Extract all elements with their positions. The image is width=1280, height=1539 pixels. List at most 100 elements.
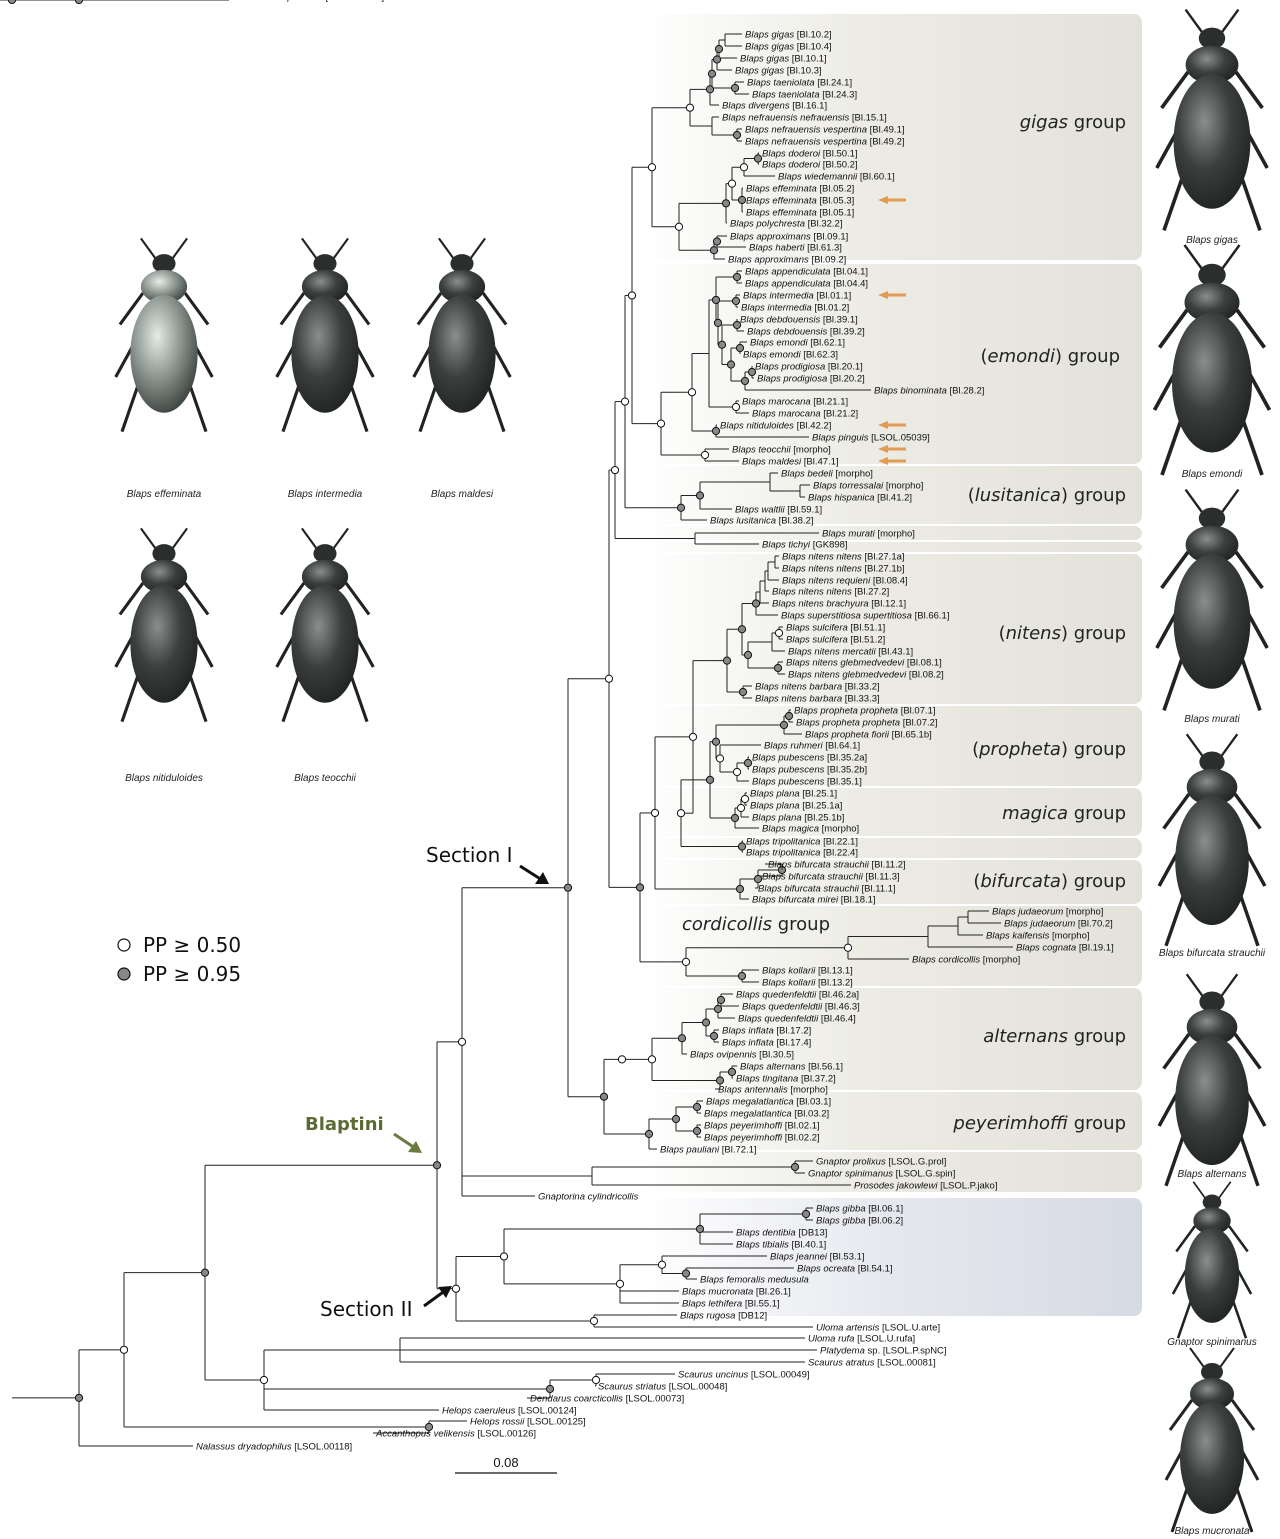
- tip-label: Blaps effeminata [Bl.05.1]: [746, 208, 854, 219]
- tip-label: Blaps cordicollis [morpho]: [912, 955, 1020, 966]
- tip-taxon: Blaps murati: [822, 529, 876, 540]
- tip-code: [Bl.13.1]: [815, 966, 853, 977]
- tip-code: [Bl.49.1]: [867, 125, 905, 136]
- section-2-label: Section II: [320, 1297, 412, 1321]
- tip-taxon: Blaps emondi: [743, 350, 801, 361]
- tip-code: [LSOL.00126]: [475, 1429, 536, 1440]
- tip-taxon: Blaps gigas: [745, 42, 794, 53]
- tip-label: Blaps pubescens [Bl.35.2a]: [752, 753, 867, 764]
- tip-code: [Bl.01.1]: [814, 291, 852, 302]
- tip-label: Blaps haberti [Bl.61.3]: [749, 243, 842, 254]
- tip-label: Blaps effeminata [Bl.05.2]: [746, 184, 854, 195]
- tip-taxon: Blaps bifurcata strauchii: [762, 872, 864, 883]
- tip-code: [DB12]: [735, 1311, 767, 1322]
- tip-code: [morpho]: [791, 445, 831, 456]
- support-node-filled: [712, 738, 719, 745]
- tip-taxon: Dendarus coarcticollis: [530, 1394, 623, 1405]
- photo-caption: Blaps murati: [1184, 714, 1240, 725]
- tip-code: [Bl.11.3]: [863, 872, 900, 883]
- support-node-open: [775, 629, 782, 636]
- tip-label: Blaps nitiduloides [Bl.42.2]: [720, 421, 831, 432]
- tip-taxon: Blaps debdouensis: [747, 327, 828, 338]
- tip-taxon: Prosodes jakowlewi: [854, 1181, 938, 1192]
- tip-taxon: Blaps plana: [750, 789, 800, 800]
- tip-code: [Bl.62.1]: [808, 338, 846, 349]
- tip-taxon: Gnaptor spinimanus: [808, 1169, 893, 1180]
- tip-label: Blaps kaifensis [morpho]: [986, 931, 1090, 942]
- tip-taxon: Uloma rufa: [808, 1334, 854, 1345]
- tip-label: Blaps propheta propheta [Bl.07.1]: [794, 706, 936, 717]
- photo-caption: Blaps teocchii: [294, 773, 356, 784]
- tip-code: [LSOL.U.rufa]: [854, 1334, 915, 1345]
- tip-label: Blaps gibba [Bl.06.1]: [816, 1204, 903, 1215]
- tip-code: [LSOL.00125]: [524, 1417, 585, 1428]
- group-label-lusitanica: (lusitanica) group: [968, 485, 1126, 506]
- support-node-filled: [693, 1103, 700, 1110]
- support-node-open: [458, 1038, 465, 1045]
- group-suffix: group: [1068, 1113, 1126, 1134]
- support-node-filled: [714, 1005, 721, 1012]
- tip-code: [LSOL.00073]: [623, 1394, 684, 1405]
- tip-taxon: Blaps nefrauensis nefrauensis: [722, 113, 850, 124]
- tip-code: [Bl.32.2]: [805, 219, 843, 230]
- tip-code: [Bl.53.1]: [827, 1252, 865, 1263]
- tip-code: [Bl.37.2]: [798, 1074, 836, 1085]
- tip-taxon: Blaps alternans: [740, 1062, 806, 1073]
- tip-taxon: Blaps pubescens: [752, 753, 825, 764]
- support-node-open: [732, 403, 739, 410]
- support-node-open: [651, 809, 658, 816]
- tip-taxon: Blaps maldesi: [742, 457, 802, 468]
- tip-taxon: Blaps nitens glebmedvedevi: [788, 670, 907, 681]
- tip-taxon: Blaps nitens barbara: [755, 694, 842, 705]
- support-node-open: [120, 1346, 127, 1353]
- tip-code: [Bl.72.1]: [719, 1145, 757, 1156]
- tip-code: [morpho]: [1063, 907, 1103, 918]
- group-label-cordicollis: cordicollis group: [682, 914, 830, 935]
- tip-code: [Bl.22.4]: [820, 848, 858, 859]
- tip-code: [Bl.10.4]: [794, 42, 832, 53]
- tip-label: Blaps plana [Bl.25.1]: [750, 789, 837, 800]
- tip-label: Blaps nitens nitens [Bl.27.2]: [772, 587, 889, 598]
- tip-taxon: Blaps kaifensis: [986, 931, 1050, 942]
- tip-taxon: Gnaptor prolixus: [816, 1157, 886, 1168]
- tip-taxon: Blaps nefrauensis vespertina: [745, 137, 867, 148]
- tip-taxon: Blaps marocana: [752, 409, 821, 420]
- tip-taxon: Blaps divergens: [722, 101, 790, 112]
- tip-code: sp. [LSOL.P.spNC]: [865, 1346, 947, 1357]
- tip-taxon: Blaps emondi: [750, 338, 808, 349]
- tip-label: Blaps appendiculata [Bl.04.1]: [745, 267, 868, 278]
- beetle-photo: [116, 238, 213, 431]
- group-label-peyerimhoffi: peyerimhoffi group: [952, 1113, 1126, 1134]
- tip-code: [Bl.15.1]: [849, 113, 887, 124]
- tip-label: Blaps kollarii [Bl.13.1]: [762, 966, 853, 977]
- support-node-open: [728, 180, 735, 187]
- tip-code: [Bl.61.3]: [804, 243, 842, 254]
- tip-label: Blaps wiedemannii [Bl.60.1]: [778, 172, 895, 183]
- tip-code: [Bl.02.2]: [782, 1133, 820, 1144]
- tip-code: [Bl.62.3]: [801, 350, 839, 361]
- support-node-filled: [738, 843, 745, 850]
- tip-code: [LSOL.G.spin]: [893, 1169, 955, 1180]
- tip-taxon: Blaps nitiduloides: [720, 421, 794, 432]
- support-node-filled: [731, 814, 738, 821]
- tip-code: [Bl.21.2]: [821, 409, 859, 420]
- tip-code: [Bl.47.1]: [801, 457, 839, 468]
- support-node-filled: [722, 200, 729, 207]
- tip-code: [Bl.22.1]: [820, 837, 858, 848]
- group-label-alternans: alternans group: [983, 1026, 1126, 1047]
- tip-taxon: Blaps sulcifera: [786, 635, 848, 646]
- tip-label: Helops caeruleus [LSOL.00124]: [442, 1406, 577, 1417]
- support-node-open: [675, 223, 682, 230]
- support-node-open: [689, 733, 696, 740]
- tip-taxon: Blaps ovipennis: [690, 1050, 757, 1061]
- beetle-photo: [277, 528, 374, 721]
- tip-taxon: Blaps mucronata: [682, 1287, 753, 1298]
- tip-taxon: Blaps cognata: [1016, 943, 1076, 954]
- tip-code: [Bl.51.2]: [848, 635, 886, 646]
- tip-code: [Bl.46.3]: [822, 1002, 860, 1013]
- tip-taxon: Blaps teocchii: [732, 445, 792, 456]
- support-node-filled: [723, 657, 730, 664]
- tip-taxon: Platydema: [820, 1346, 865, 1357]
- group-label-gigas: gigas group: [1020, 112, 1126, 133]
- tip-taxon: Blaps bedeli: [781, 469, 834, 480]
